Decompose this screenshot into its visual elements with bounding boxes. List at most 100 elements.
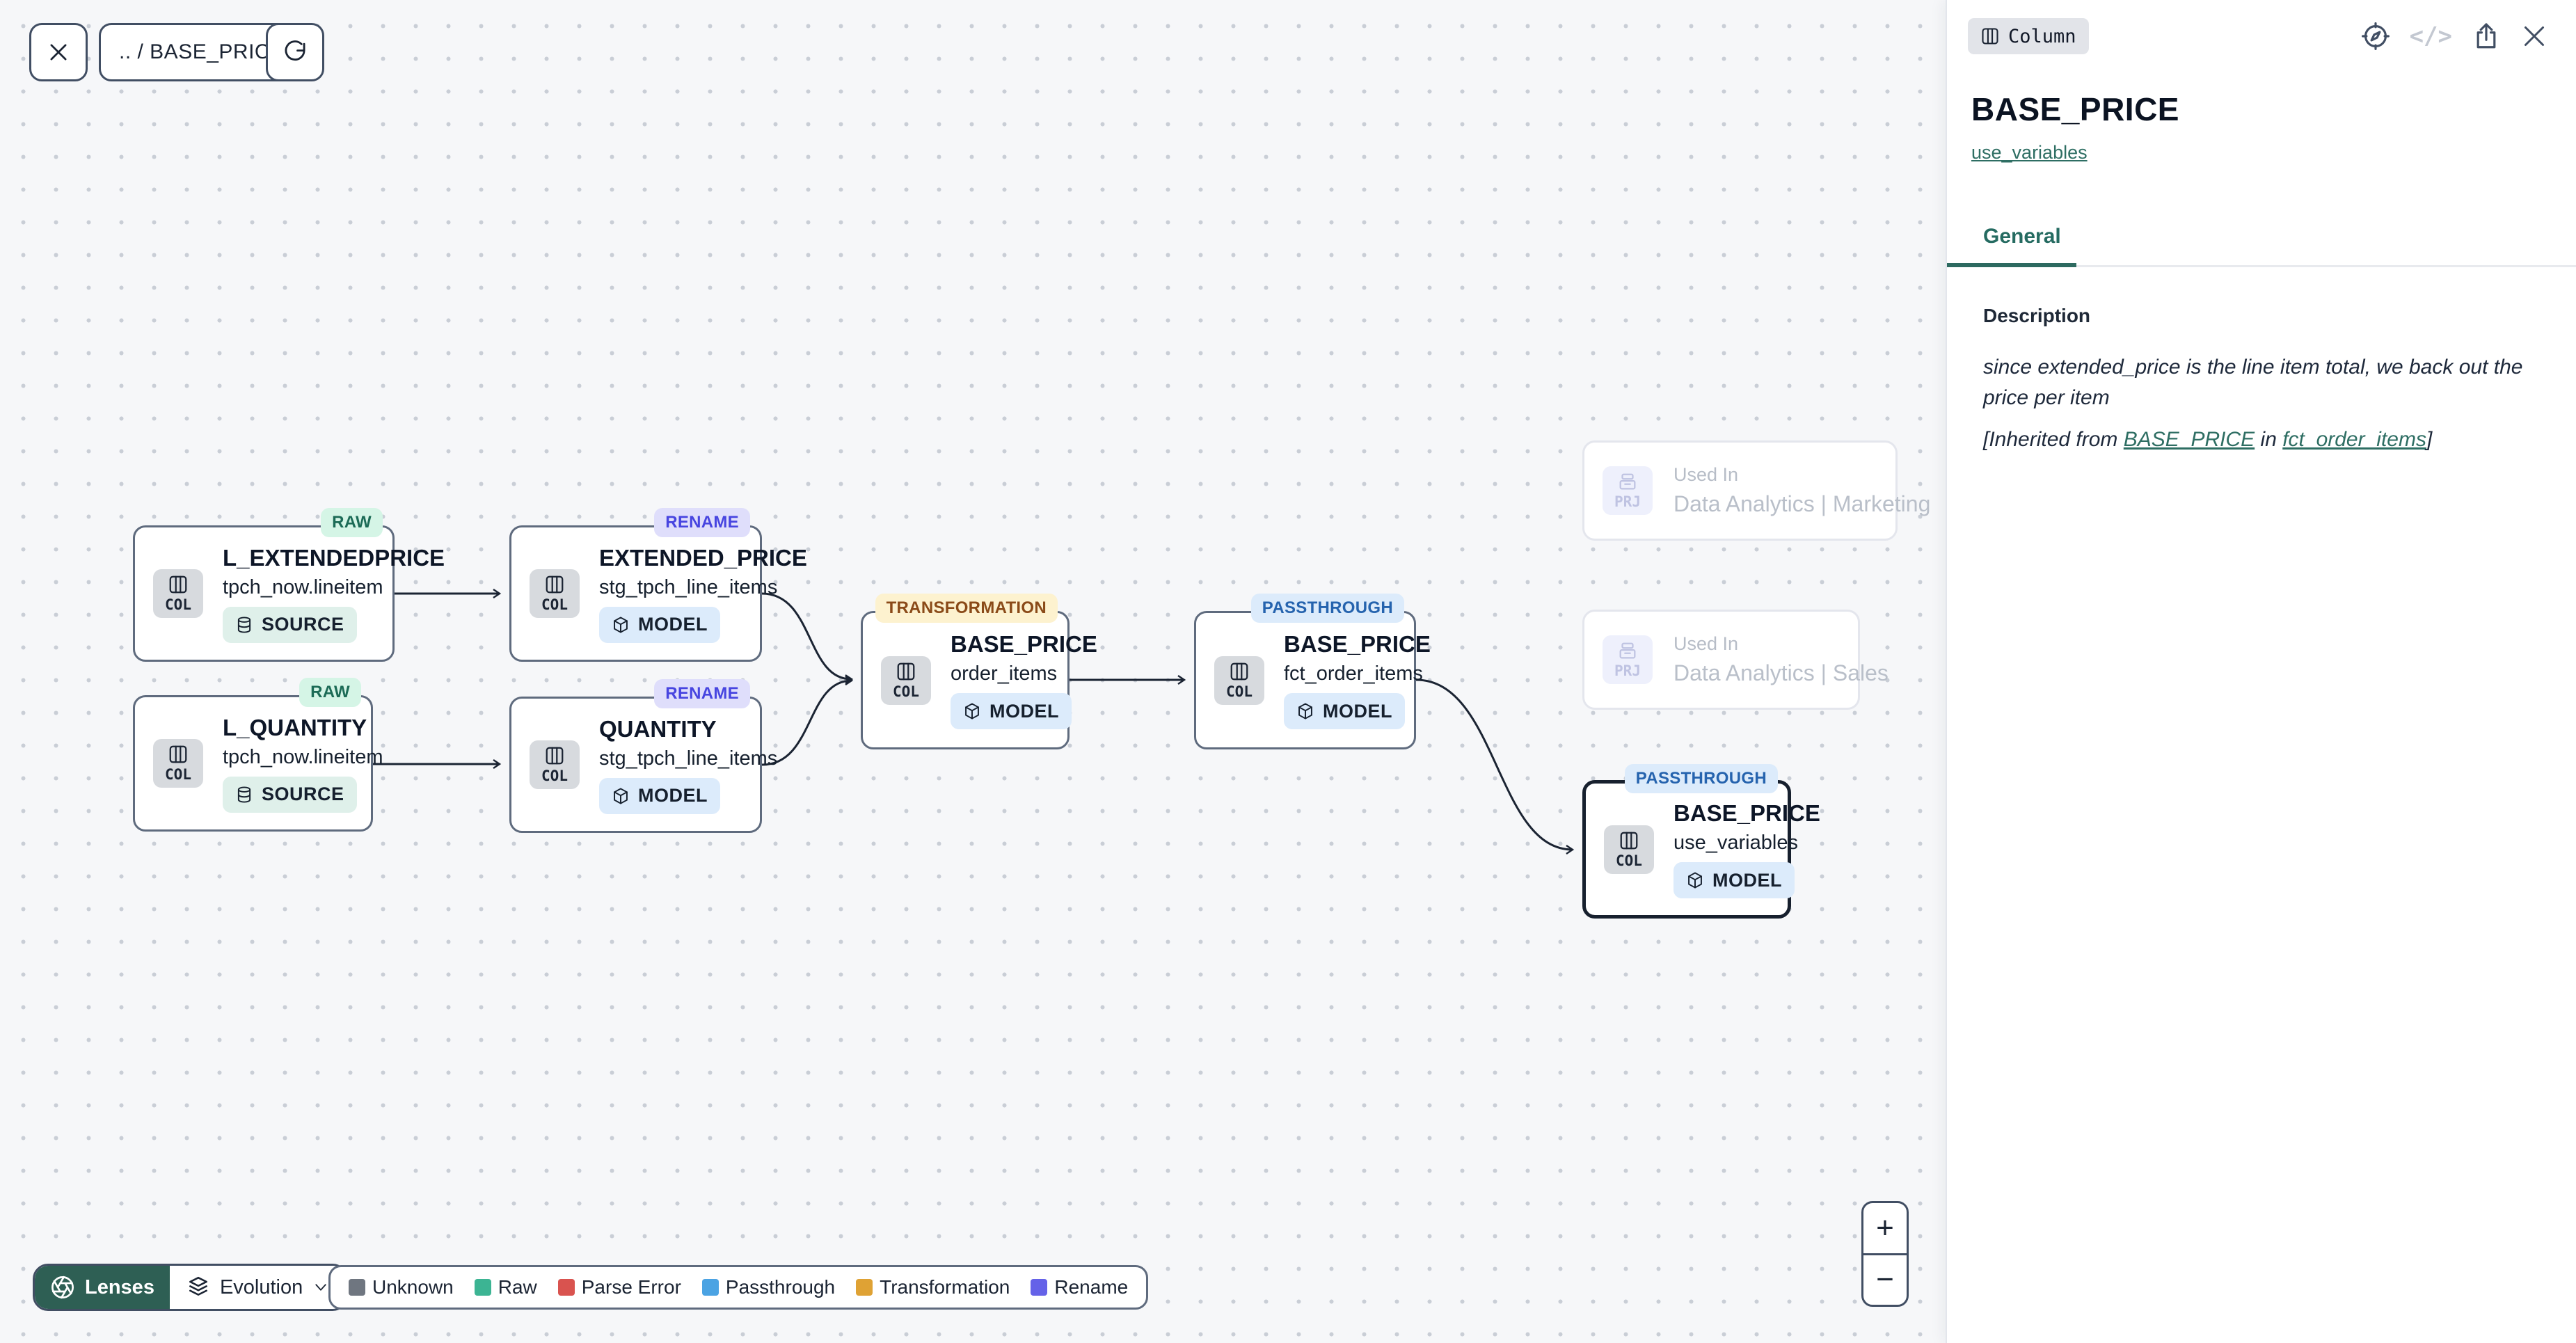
ghost-node-used-in-marketing[interactable]: PRJ Used In Data Analytics | Marketing [1582, 440, 1930, 541]
model-badge: MODEL [1673, 862, 1795, 898]
model-badge: MODEL [1284, 693, 1405, 729]
panel-tabs: General [1947, 225, 2576, 267]
code-icon: </> [2409, 22, 2452, 50]
project-icon [1619, 642, 1636, 659]
node-base-price-order-items[interactable]: TRANSFORMATION COL BASE_PRICE order_item… [861, 594, 1097, 749]
node-title: BASE_PRICE [1284, 631, 1431, 657]
close-icon [2525, 26, 2544, 46]
legend-item: Parse Error [557, 1276, 681, 1298]
share-button[interactable] [2472, 22, 2501, 51]
edge-type-tag: RAW [299, 678, 361, 707]
legend-item: Raw [474, 1276, 537, 1298]
node-model-name: tpch_now.lineitem [223, 745, 383, 768]
zoom-out-button[interactable]: − [1876, 1262, 1894, 1297]
zoom-in-button[interactable]: + [1863, 1203, 1907, 1255]
refresh-icon [285, 40, 305, 61]
node-title: BASE_PRICE [1673, 800, 1820, 826]
columns-icon [546, 575, 564, 594]
inherited-model-link[interactable]: fct_order_items [2282, 428, 2426, 451]
node-model-name: fct_order_items [1284, 662, 1423, 685]
tab-general[interactable]: General [1947, 225, 2076, 267]
description-label: Description [1983, 305, 2091, 326]
lenses-button[interactable]: Lenses [35, 1266, 170, 1309]
node-title: EXTENDED_PRICE [599, 544, 807, 571]
lineage-canvas[interactable]: .. / BASE_PRICE RAW COL L_EXTENDEDPRICE … [0, 0, 1946, 1343]
database-icon [237, 616, 251, 633]
legend-item: Rename [1031, 1276, 1128, 1298]
source-badge: SOURCE [223, 776, 357, 813]
node-model-name: use_variables [1673, 832, 1798, 854]
column-type-chip: COL [153, 739, 203, 788]
project-type-chip: PRJ [1603, 635, 1653, 684]
column-detail-panel: Column </> BASE_PRICE use_variables Ge [1946, 0, 2576, 1343]
node-quantity[interactable]: RENAME COL QUANTITY stg_tpch_line_items … [509, 679, 778, 833]
node-model-name: stg_tpch_line_items [599, 575, 778, 598]
legend-swatch [474, 1279, 491, 1296]
explore-lineage-button[interactable] [2361, 22, 2390, 51]
columns-icon [897, 662, 915, 680]
used-in-label: Used In [1673, 464, 1739, 485]
project-type-chip: PRJ [1603, 466, 1653, 515]
lens-mode-dropdown[interactable]: Evolution [169, 1266, 347, 1309]
view-code-button[interactable]: </> [2410, 22, 2452, 50]
share-icon [2476, 23, 2496, 49]
used-in-label: Used In [1673, 633, 1739, 654]
node-base-price-use-variables[interactable]: PASSTHROUGH COL BASE_PRICE use_variables… [1582, 764, 1820, 919]
columns-icon [1620, 832, 1638, 849]
close-panel-button[interactable] [2520, 22, 2548, 50]
edge-type-tag: RENAME [654, 508, 750, 537]
node-title: L_QUANTITY [223, 714, 367, 740]
node-base-price-fct-order-items[interactable]: PASSTHROUGH COL BASE_PRICE fct_order_ite… [1194, 594, 1431, 749]
model-badge: MODEL [599, 777, 720, 814]
legend-swatch [856, 1279, 873, 1296]
legend-swatch [349, 1279, 365, 1296]
node-l-extendedprice[interactable]: RAW COL L_EXTENDEDPRICE tpch_now.lineite… [133, 508, 445, 662]
database-icon [237, 786, 251, 803]
project-name: Data Analytics | Marketing [1673, 491, 1931, 516]
model-badge: MODEL [951, 693, 1072, 729]
legend-swatch [557, 1279, 575, 1296]
ghost-node-used-in-sales[interactable]: PRJ Used In Data Analytics | Sales [1582, 610, 1889, 710]
edge-type-tag: TRANSFORMATION [875, 594, 1058, 623]
inherited-column-link[interactable]: BASE_PRICE [2123, 428, 2255, 451]
columns-icon [1230, 662, 1248, 680]
legend-swatch [701, 1279, 719, 1296]
edge-type-legend: Unknown Raw Parse Error Passthrough Tran… [328, 1265, 1149, 1310]
description-text: since extended_price is the line item to… [1983, 356, 2523, 409]
edge-type-tag: RENAME [654, 679, 750, 708]
chevron-down-icon [315, 1284, 326, 1291]
model-cube-icon [1688, 872, 1702, 889]
aperture-icon [51, 1276, 74, 1299]
legend-item: Transformation [856, 1276, 1010, 1298]
breadcrumb-label: .. / BASE_PRICE [119, 40, 285, 63]
columns-icon [169, 575, 187, 594]
project-name: Data Analytics | Sales [1673, 660, 1889, 685]
inherited-note: [Inherited from BASE_PRICE in fct_order_… [1983, 428, 2433, 451]
entity-type-badge: Column [1968, 18, 2089, 54]
edge-type-tag: PASSTHROUGH [1250, 594, 1404, 623]
columns-icon [546, 747, 564, 765]
column-type-chip: COL [1214, 655, 1264, 705]
model-link[interactable]: use_variables [1971, 142, 2088, 163]
node-title: L_EXTENDEDPRICE [223, 544, 445, 571]
edge-type-tag: PASSTHROUGH [1624, 764, 1778, 793]
node-model-name: order_items [951, 662, 1058, 685]
lenses-control: Lenses Evolution [33, 1264, 349, 1311]
model-badge: MODEL [599, 606, 720, 643]
column-type-chip: COL [530, 740, 580, 789]
close-icon [50, 44, 67, 61]
edge-type-tag: RAW [321, 508, 383, 537]
close-lineage-button[interactable] [29, 23, 88, 81]
refresh-button[interactable] [266, 23, 324, 81]
zoom-controls: + − [1861, 1201, 1909, 1307]
panel-title: BASE_PRICE [1971, 91, 2179, 127]
model-cube-icon [614, 616, 628, 633]
column-type-chip: COL [153, 569, 203, 618]
node-l-quantity[interactable]: RAW COL L_QUANTITY tpch_now.lineitem SOU… [133, 678, 383, 832]
node-extended-price[interactable]: RENAME COL EXTENDED_PRICE stg_tpch_line_… [509, 508, 807, 662]
legend-swatch [1031, 1279, 1048, 1296]
node-title: QUANTITY [599, 715, 717, 742]
node-model-name: tpch_now.lineitem [223, 575, 383, 598]
legend-item: Passthrough [701, 1276, 835, 1298]
node-model-name: stg_tpch_line_items [599, 747, 778, 770]
